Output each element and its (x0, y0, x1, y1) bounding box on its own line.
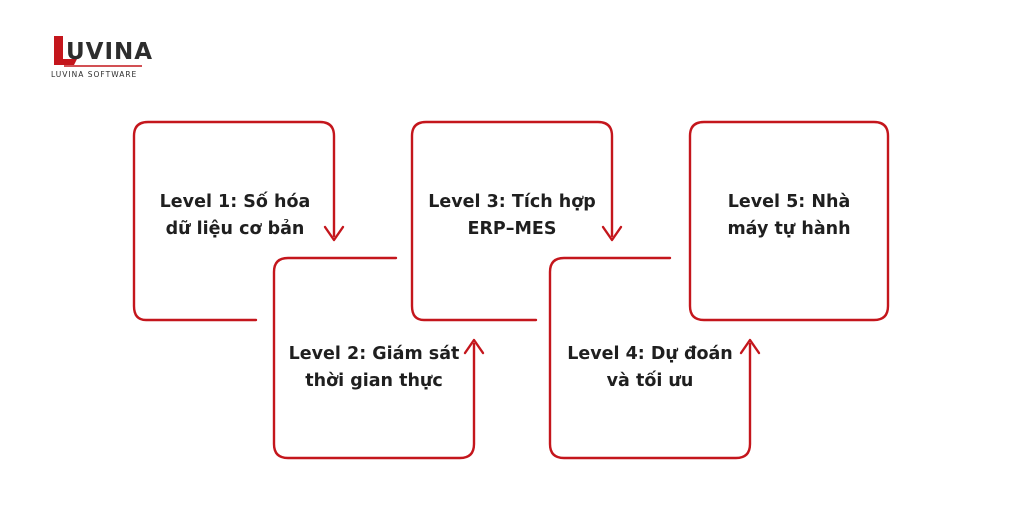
level-5-box (688, 120, 890, 322)
arrow-down-icon (601, 225, 623, 242)
level-2-line2: thời gian thực (305, 371, 443, 391)
level-4-line2: và tối ưu (606, 371, 694, 391)
level-2-box (272, 256, 476, 460)
level-2-label: Level 2: Giám sát thời gian thực (276, 338, 472, 398)
level-4-line1: Level 4: Dự đoán (567, 344, 733, 364)
level-1-line1: Level 1: Số hóa (159, 192, 311, 212)
logo-wordmark: UVINA (66, 39, 154, 65)
level-5-label: Level 5: Nhà máy tự hành (692, 186, 886, 246)
level-3-line1: Level 3: Tích hợp (428, 192, 596, 212)
arrow-down-icon (323, 225, 345, 242)
level-2-line1: Level 2: Giám sát (288, 344, 460, 364)
logo-l-mark (54, 36, 142, 67)
level-1-line2: dữ liệu cơ bản (165, 219, 305, 239)
logo-tagline: LUVINA SOFTWARE (51, 70, 138, 79)
level-1-label: Level 1: Số hóa dữ liệu cơ bản (140, 186, 330, 246)
arrow-up-icon (463, 338, 485, 355)
level-4-label: Level 4: Dự đoán và tối ưu (552, 338, 748, 398)
level-1-box (132, 120, 336, 322)
level-3-line2: ERP–MES (467, 219, 557, 239)
level-3-label: Level 3: Tích hợp ERP–MES (414, 186, 610, 246)
level-4-box (548, 256, 752, 460)
level-5-line1: Level 5: Nhà (727, 192, 851, 212)
arrow-up-icon (739, 338, 761, 355)
luvina-logo: UVINA LUVINA SOFTWARE (50, 34, 152, 80)
level-3-box (410, 120, 614, 322)
level-5-line2: máy tự hành (727, 219, 851, 239)
